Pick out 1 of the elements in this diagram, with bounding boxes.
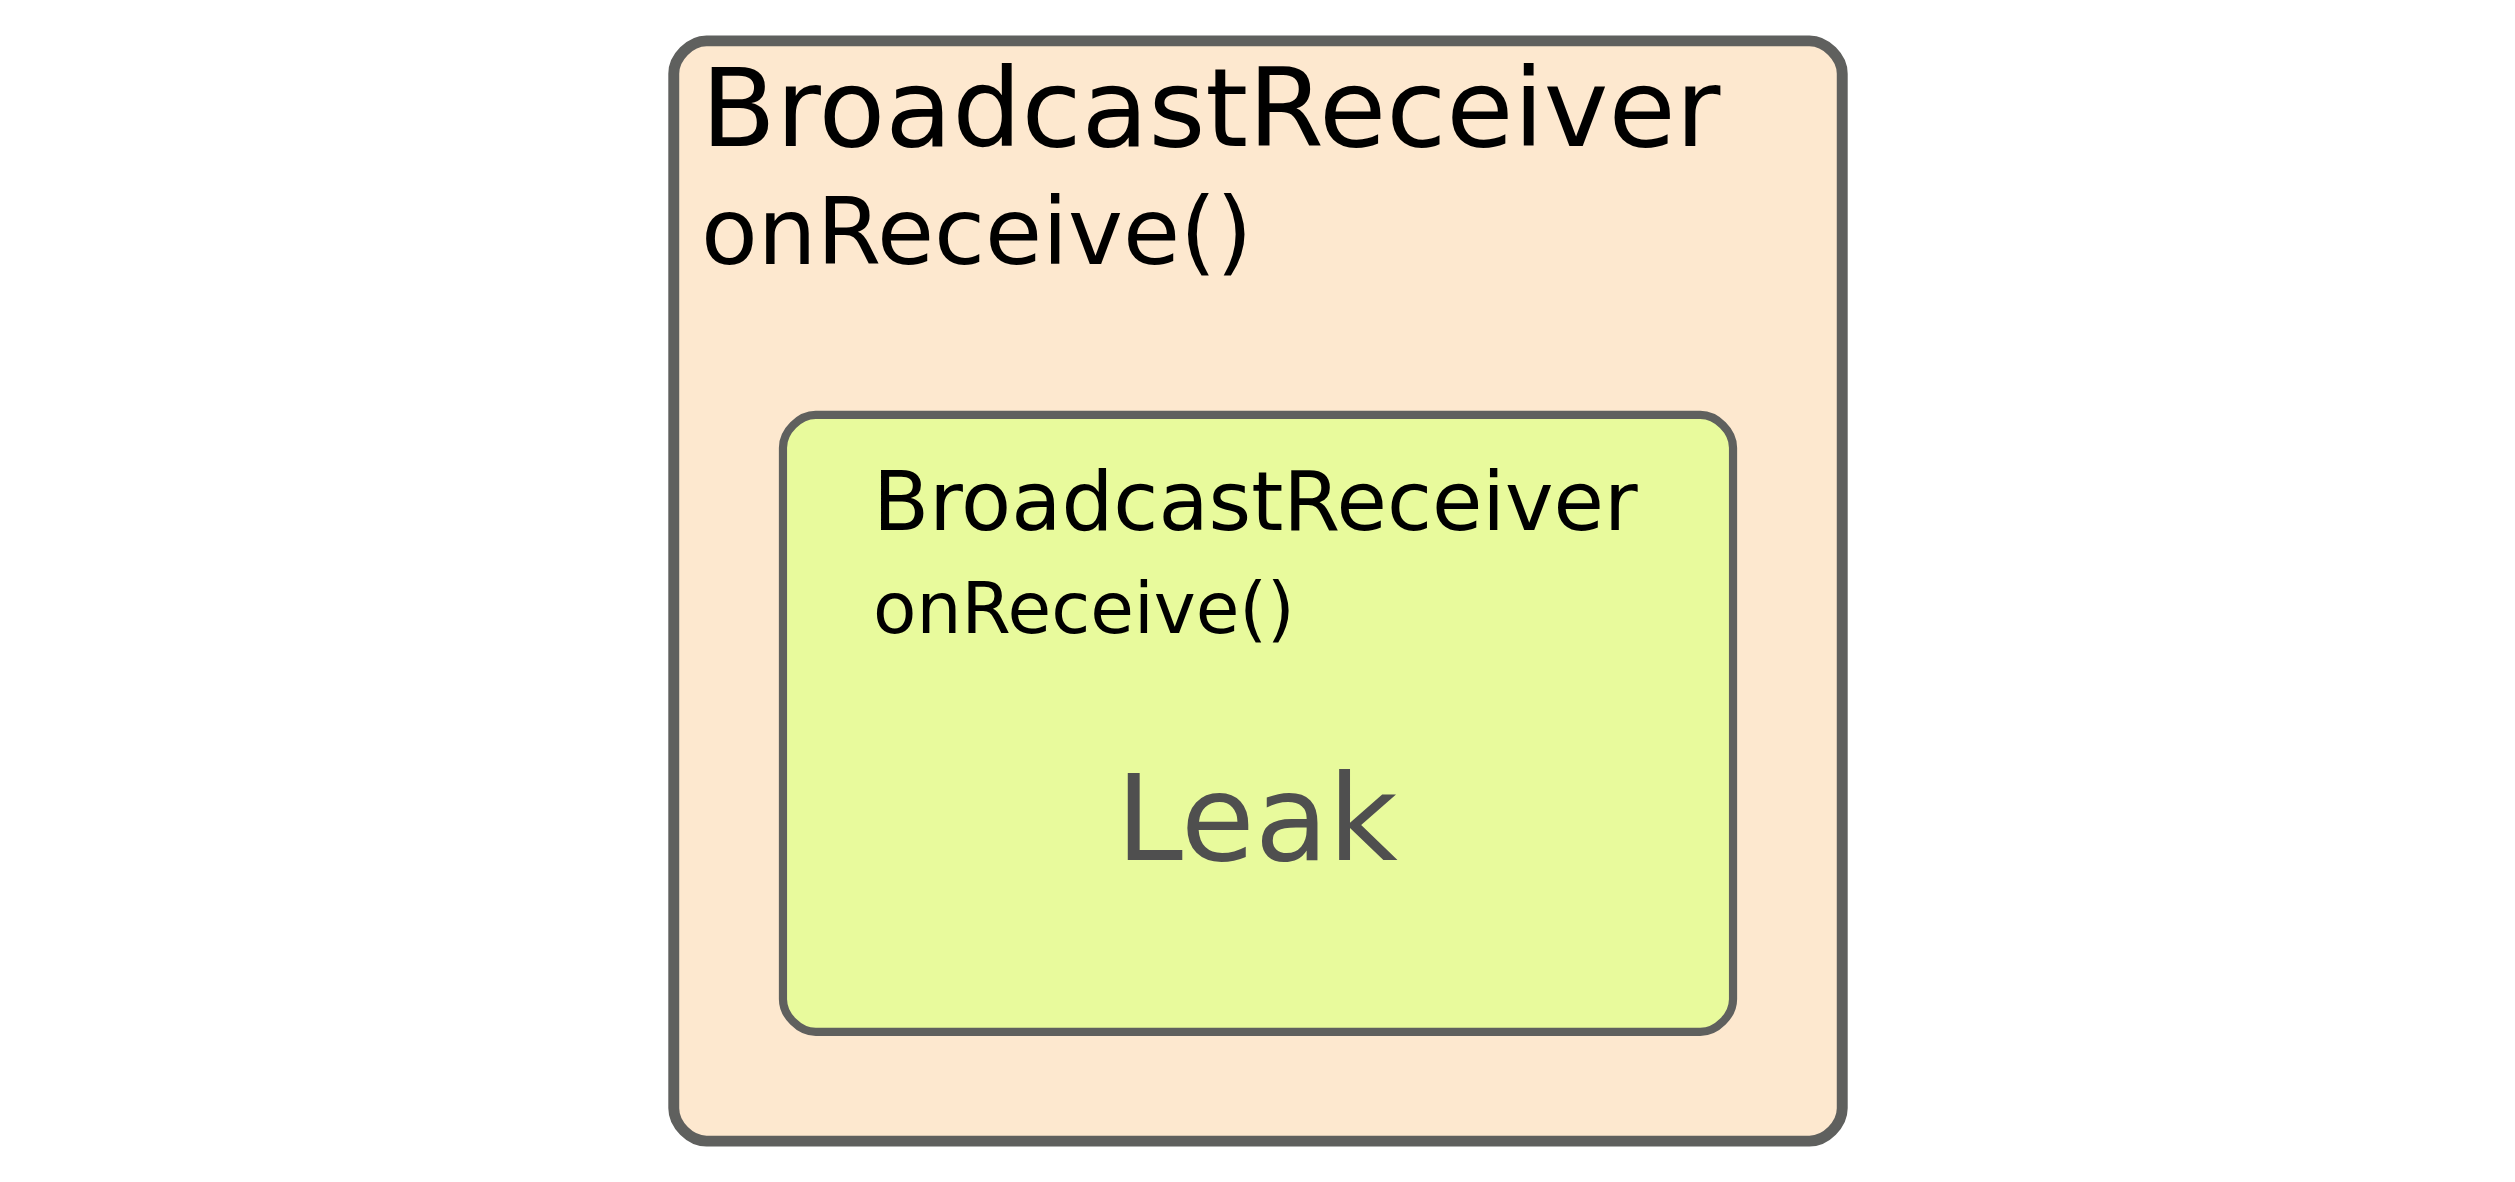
node-box: BroadcastReceiver onReceive() Leak (778, 410, 1737, 1036)
